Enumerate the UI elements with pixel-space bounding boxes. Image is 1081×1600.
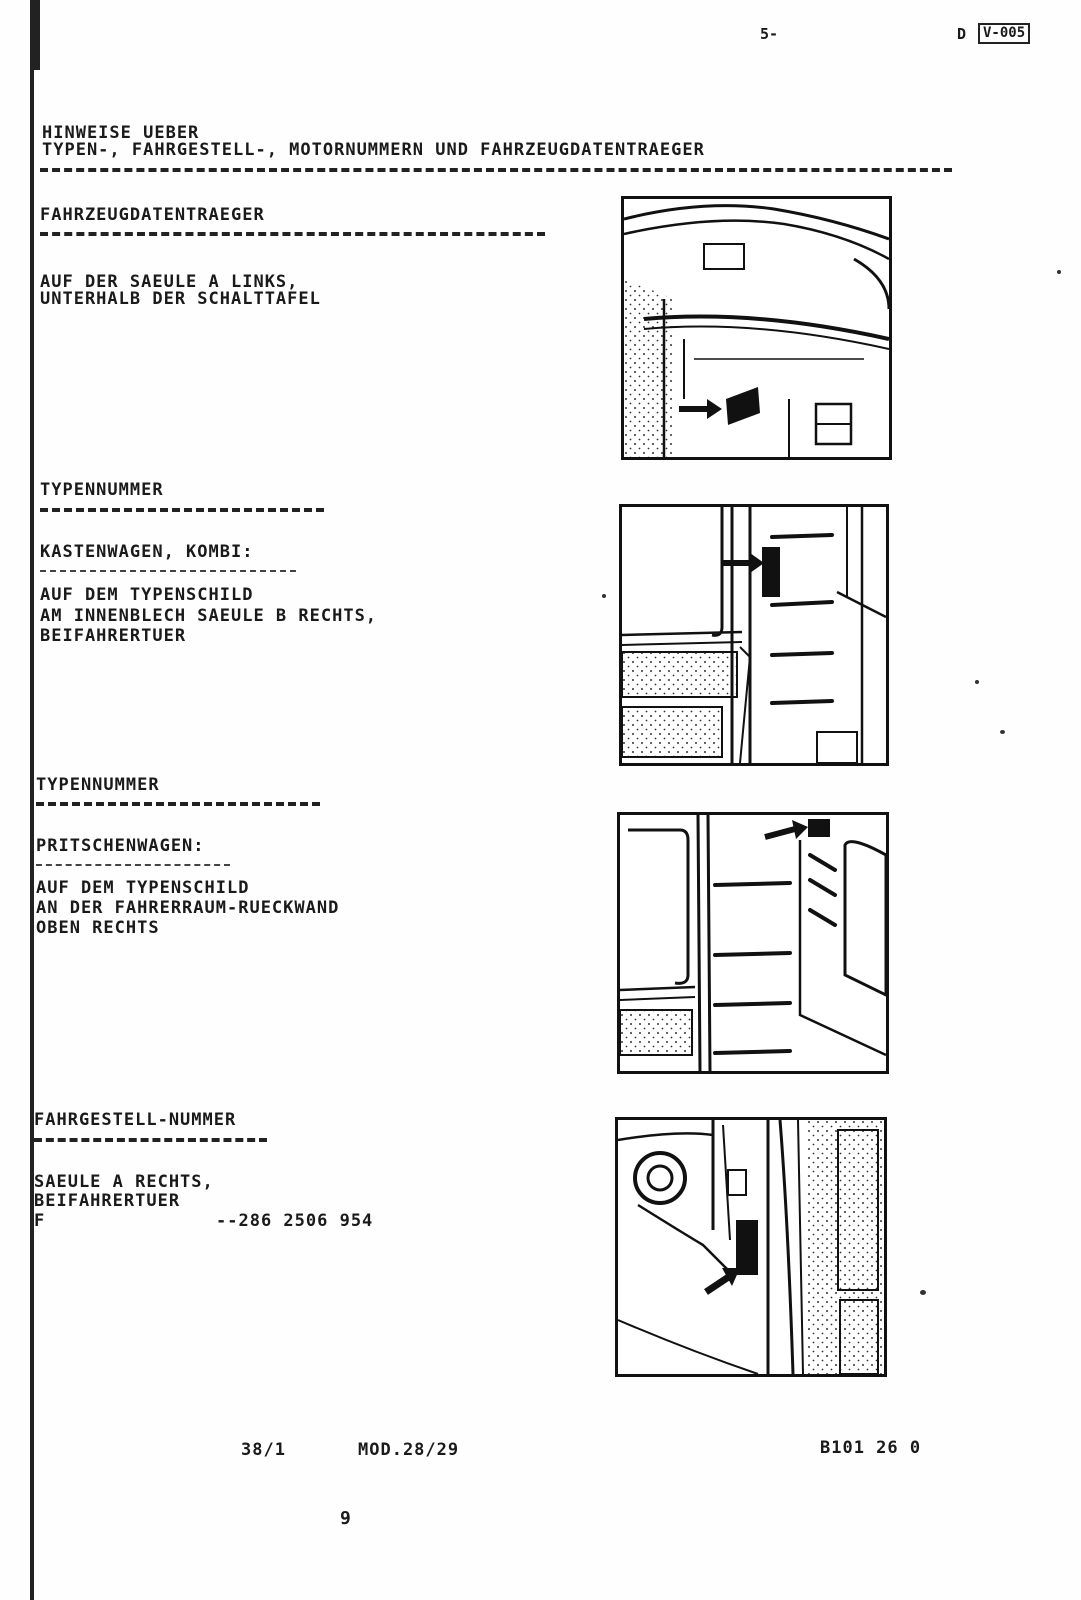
section-rule: [40, 508, 324, 512]
scan-speck: [920, 1290, 926, 1295]
figure-typenschild-pritschenwagen: [617, 812, 889, 1074]
figure-drawing: [624, 204, 889, 457]
section-subheading: KASTENWAGEN, KOMBI:: [40, 542, 254, 562]
footer-reference: 38/1: [241, 1440, 286, 1460]
section-rule: [36, 802, 320, 806]
section-text: OBEN RECHTS: [36, 918, 160, 938]
figure-drawing: [618, 1120, 884, 1374]
scan-speck: [1057, 270, 1061, 274]
scan-speck: [1000, 730, 1005, 734]
subheading-rule: [36, 864, 230, 866]
title-line-2: TYPEN-, FAHRGESTELL-, MOTORNUMMERN UND F…: [42, 140, 705, 160]
section-heading-typennummer: TYPENNUMMER: [36, 775, 160, 795]
section-text: BEIFAHRERTUER: [40, 626, 187, 646]
figure-datentraeger-location: [621, 196, 892, 460]
section-rule: [34, 1138, 267, 1142]
document-code: V-005: [978, 23, 1031, 44]
chassis-number-prefix: F: [34, 1211, 46, 1231]
section-heading-fahrgestell: FAHRGESTELL-NUMMER: [34, 1110, 237, 1130]
language-code: D: [957, 25, 967, 43]
figure-drawing: [622, 507, 886, 763]
binding-edge: [30, 0, 34, 1600]
page-number: 5-: [760, 25, 779, 43]
section-text: BEIFAHRERTUER: [34, 1191, 181, 1211]
figure-fahrgestellnummer: [615, 1117, 887, 1377]
title-rule: [40, 168, 952, 172]
section-text: UNTERHALB DER SCHALTTAFEL: [40, 289, 321, 309]
scan-speck: [975, 680, 979, 684]
footer-mark: 9: [340, 1508, 352, 1529]
subheading-rule: [40, 570, 296, 572]
section-text: AUF DEM TYPENSCHILD: [40, 585, 254, 605]
title-line-1: HINWEISE UEBER: [42, 123, 200, 143]
chassis-number: --286 2506 954: [216, 1211, 374, 1231]
scan-speck: [602, 594, 606, 598]
section-text: AUF DER SAEULE A LINKS,: [40, 272, 299, 292]
footer-model: MOD.28/29: [358, 1440, 460, 1460]
section-heading-typennummer: TYPENNUMMER: [40, 480, 164, 500]
section-text: AN DER FAHRERRAUM-RUECKWAND: [36, 898, 340, 918]
section-rule: [40, 232, 545, 236]
section-text: SAEULE A RECHTS,: [34, 1172, 214, 1192]
figure-typenschild-kastenwagen: [619, 504, 889, 766]
section-text: AM INNENBLECH SAEULE B RECHTS,: [40, 606, 378, 626]
figure-drawing: [620, 815, 886, 1071]
binding-edge-top: [30, 0, 40, 70]
section-heading-datentraeger: FAHRZEUGDATENTRAEGER: [40, 205, 265, 225]
section-subheading: PRITSCHENWAGEN:: [36, 836, 205, 856]
footer-code: B101 26 0: [820, 1438, 922, 1458]
section-text: AUF DEM TYPENSCHILD: [36, 878, 250, 898]
